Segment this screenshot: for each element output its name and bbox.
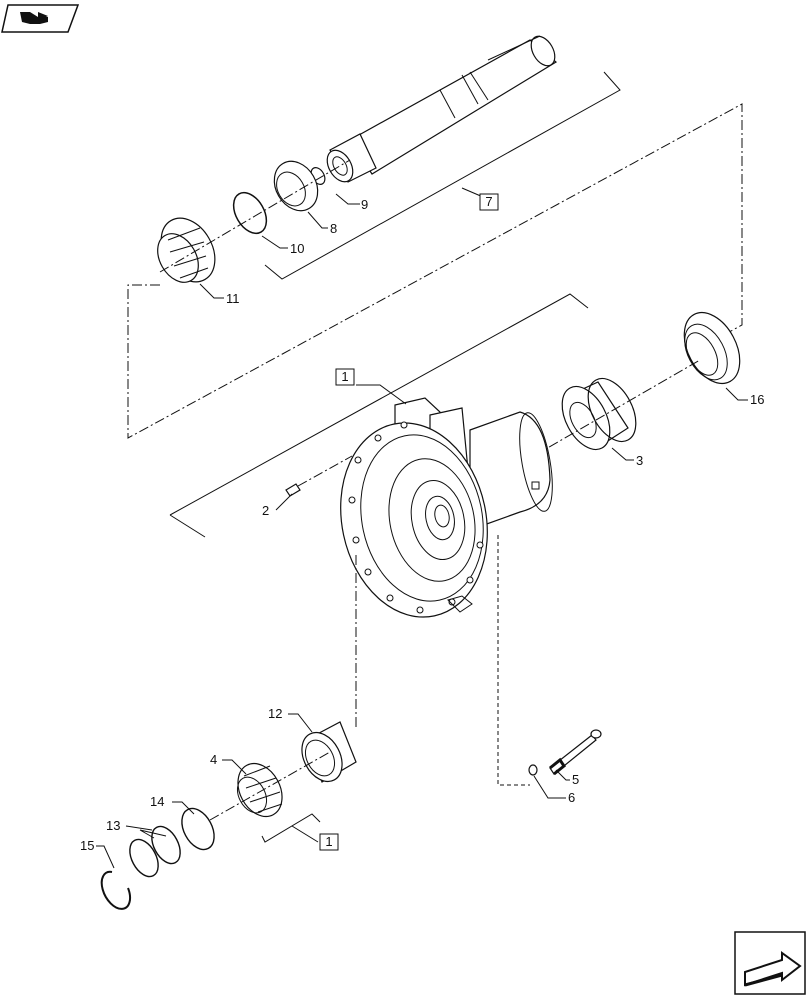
housing-part [340,397,553,618]
spacer-part [561,377,637,451]
callout-8[interactable]: 8 [330,221,337,236]
dowel-part [285,455,353,497]
shim-14-part [181,807,215,851]
bracket-1-upper [169,293,589,538]
bracket-1-lower [261,813,321,843]
callout-7[interactable]: 7 [485,194,492,209]
callout-10[interactable]: 10 [290,241,304,256]
seal-part [683,312,741,384]
callout-1-upper[interactable]: 1 [341,369,348,384]
bracket-7 [264,71,621,280]
o-ring-part [232,191,268,235]
callout-1-lower[interactable]: 1 [325,834,332,849]
callout-2[interactable]: 2 [262,503,269,518]
collar-part [273,160,319,212]
callout-16[interactable]: 16 [750,392,764,407]
tapered-bearing-part [157,217,216,283]
callout-box-1-lower [319,833,339,851]
snap-ring-part [100,870,132,910]
callout-13[interactable]: 13 [106,818,120,833]
callout-box-1-upper [335,368,355,386]
callout-12[interactable]: 12 [268,706,282,721]
bolt-part [549,729,602,776]
washer-part [528,764,538,776]
tapered-bearing-cone-part [236,762,283,818]
callout-14[interactable]: 14 [150,794,164,809]
callout-9[interactable]: 9 [361,197,368,212]
callout-box-7 [479,193,499,211]
callout-6[interactable]: 6 [568,790,575,805]
callout-3[interactable]: 3 [636,453,643,468]
next-page-arrow-icon[interactable] [734,931,806,995]
shim-13b-part [129,838,159,878]
shaft-part [326,35,558,183]
callout-5[interactable]: 5 [572,772,579,787]
callout-11[interactable]: 11 [226,291,240,306]
callout-4[interactable]: 4 [210,752,217,767]
book-arrow-icon[interactable] [1,4,80,33]
callout-15[interactable]: 15 [80,838,94,853]
shim-13a-part [151,825,181,865]
